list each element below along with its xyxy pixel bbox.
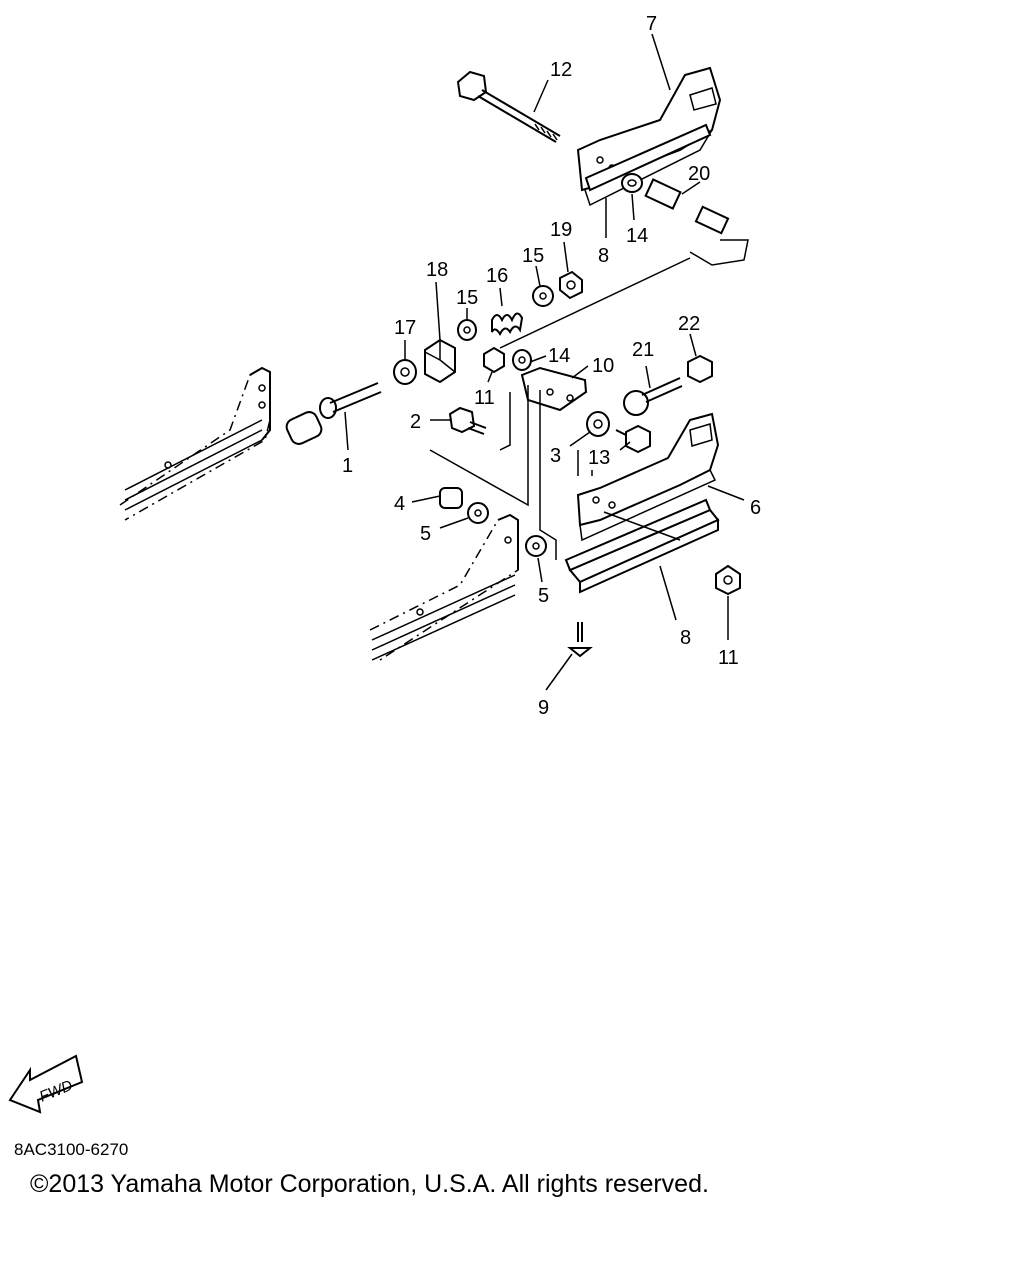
callout-14-lower: 14 <box>548 345 570 367</box>
callout-15-left: 15 <box>456 287 478 309</box>
bushing-17 <box>393 359 417 385</box>
callout-8-lower: 8 <box>680 627 691 649</box>
bolt-13 <box>615 424 651 454</box>
bolt-1 <box>285 382 382 445</box>
nut-11-upper <box>483 346 505 374</box>
callout-8-top: 8 <box>598 245 609 267</box>
callout-4: 4 <box>394 493 405 515</box>
screw-9 <box>567 622 593 658</box>
copyright-notice: ©2013 Yamaha Motor Corporation, U.S.A. A… <box>30 1170 709 1198</box>
callout-16: 16 <box>486 265 508 287</box>
callout-18: 18 <box>426 259 448 281</box>
washer-14-lower <box>512 349 532 371</box>
nut-22 <box>687 354 713 384</box>
fwd-arrow: FWD <box>8 1054 84 1114</box>
collar-15b <box>532 285 554 307</box>
callouts: 7 12 20 14 8 19 15 16 18 15 17 14 10 21 … <box>342 13 761 719</box>
collar-15a <box>457 319 477 341</box>
callout-13: 13 <box>588 447 610 469</box>
callout-15-right: 15 <box>522 245 544 267</box>
callout-17: 17 <box>394 317 416 339</box>
nut-19 <box>559 270 583 300</box>
callout-3: 3 <box>550 445 561 467</box>
guide-line-upper <box>499 257 691 349</box>
callout-11-lower: 11 <box>718 647 739 669</box>
leader-bracket-top <box>689 239 749 266</box>
callout-19: 19 <box>550 219 572 241</box>
callout-21: 21 <box>632 339 654 361</box>
washer-14-top <box>621 173 643 193</box>
slide-rail-8-upper <box>584 123 712 192</box>
diagram-code: 8AC3100-6270 <box>14 1140 129 1159</box>
callout-6: 6 <box>750 497 761 519</box>
callout-22: 22 <box>678 313 700 335</box>
spring-16 <box>491 312 524 337</box>
callout-2: 2 <box>410 411 421 433</box>
slide-rail-8-lower <box>564 498 720 594</box>
nut-11-lower <box>715 564 741 596</box>
bolt-21 <box>623 377 683 416</box>
block-18 <box>424 338 456 384</box>
callout-10: 10 <box>592 355 614 377</box>
bolt-12 <box>456 70 561 143</box>
callout-1: 1 <box>342 455 353 477</box>
pin-20 <box>644 178 730 235</box>
callout-12: 12 <box>550 59 572 81</box>
callout-9: 9 <box>538 697 549 719</box>
bushing-4 <box>439 487 463 509</box>
collar-5b <box>525 535 547 557</box>
collar-5a <box>467 502 489 524</box>
collar-3 <box>586 411 610 437</box>
callout-14-top: 14 <box>626 225 648 247</box>
assembly-guide-lines <box>429 385 681 560</box>
callout-20: 20 <box>688 163 710 185</box>
callout-7: 7 <box>646 13 657 35</box>
leader-lines <box>344 33 745 691</box>
callout-11-upper: 11 <box>474 387 495 409</box>
callout-5-left: 5 <box>420 523 431 545</box>
frame-rail-lower-left <box>369 513 519 661</box>
frame-rail-upper-left <box>119 366 271 521</box>
callout-5-right: 5 <box>538 585 549 607</box>
seat-rail-6 <box>576 412 720 542</box>
bolt-2 <box>448 406 487 435</box>
fwd-label: FWD <box>37 1077 75 1106</box>
